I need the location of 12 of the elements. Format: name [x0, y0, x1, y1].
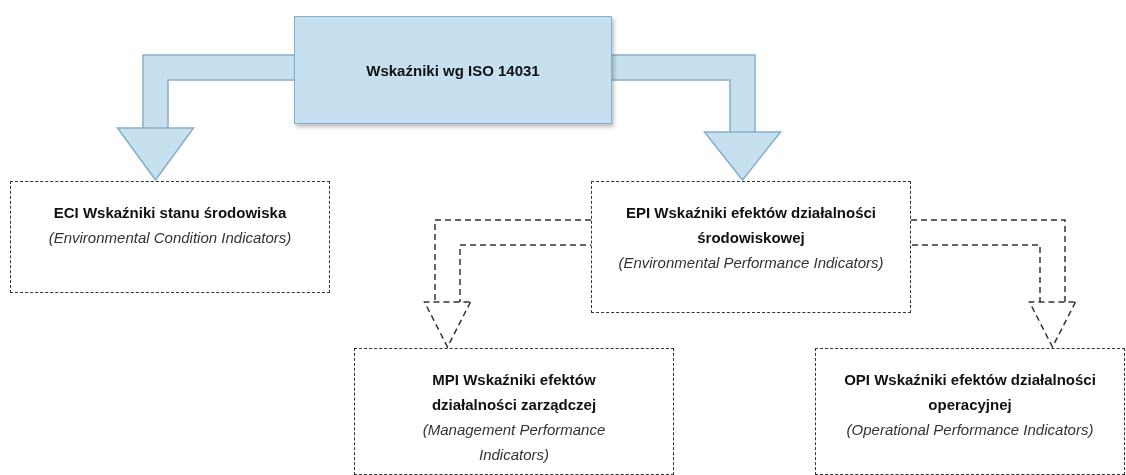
english-name: (Environmental Condition Indicators)	[48, 228, 292, 248]
english-name: (Management Performance Indicators)	[421, 420, 607, 465]
english-name: (Environmental Performance Indicators)	[618, 253, 884, 273]
indicator-box	[354, 348, 674, 475]
english-name: (Operational Performance Indicators)	[846, 420, 1094, 440]
indicator-title: OPI Wskaźniki efektów działalności operacyjnej	[843, 370, 1097, 415]
indicator-title: EPI Wskaźniki efektów działalności środowiskowej	[624, 203, 878, 248]
indicator-title: ECI Wskaźniki stanu środowiska	[53, 203, 287, 223]
indicator-box	[10, 181, 330, 293]
indicator-box	[815, 348, 1125, 475]
indicator-title: MPI Wskaźniki efektów działalności zarządczej	[430, 370, 598, 415]
indicator-title: Wskaźniki wg ISO 14031	[366, 60, 540, 81]
